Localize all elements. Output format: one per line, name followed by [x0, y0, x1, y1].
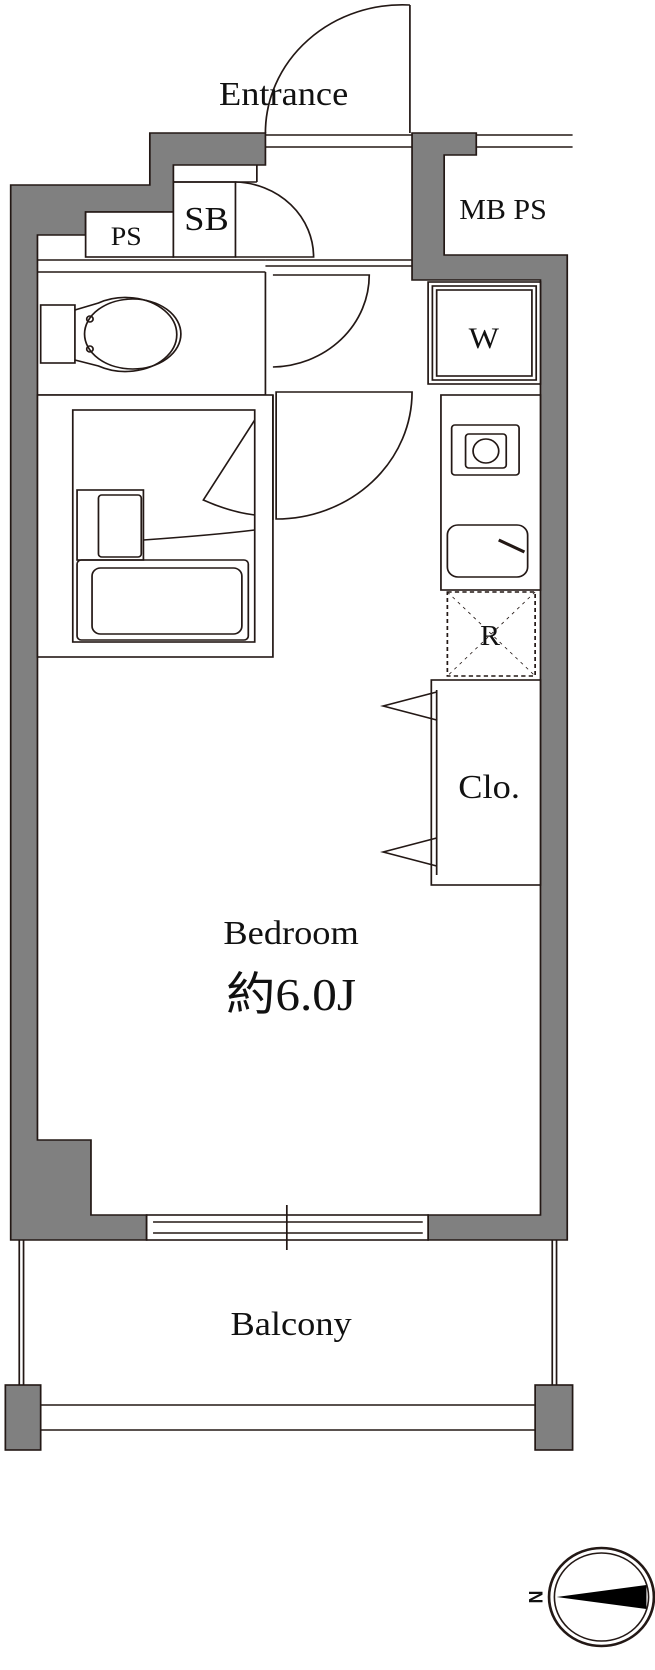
mb-ps-label: MB PS	[459, 195, 546, 226]
entrance-label: Entrance	[219, 75, 348, 113]
compass-north-icon: N	[525, 1546, 655, 1648]
toilet	[39, 296, 182, 373]
ps-label: PS	[111, 222, 142, 251]
balcony-railing	[4, 1240, 574, 1451]
refrigerator-label: R	[480, 621, 501, 652]
bedroom-size-label: 約6.0J	[226, 970, 356, 1020]
refrigerator-space	[446, 591, 536, 677]
washer	[427, 281, 542, 385]
wall-right	[411, 132, 569, 1241]
bathtub	[76, 489, 255, 641]
north-label: N	[525, 1591, 547, 1604]
ps-box	[84, 211, 175, 258]
entrance-sill	[265, 134, 573, 148]
hall-door	[275, 391, 413, 520]
washer-label: W	[469, 321, 500, 355]
toilet-door	[272, 274, 371, 368]
closet	[379, 679, 542, 886]
kitchen-counter	[440, 394, 542, 591]
entrance-door	[264, 4, 411, 134]
balcony-label: Balcony	[230, 1305, 352, 1343]
sb-label: SB	[184, 200, 228, 238]
closet-label: Clo.	[458, 768, 520, 806]
sb-door	[235, 181, 315, 258]
bedroom-window[interactable]	[145, 1205, 429, 1250]
bathroom-door	[202, 419, 256, 516]
bedroom-label: Bedroom	[223, 914, 358, 952]
